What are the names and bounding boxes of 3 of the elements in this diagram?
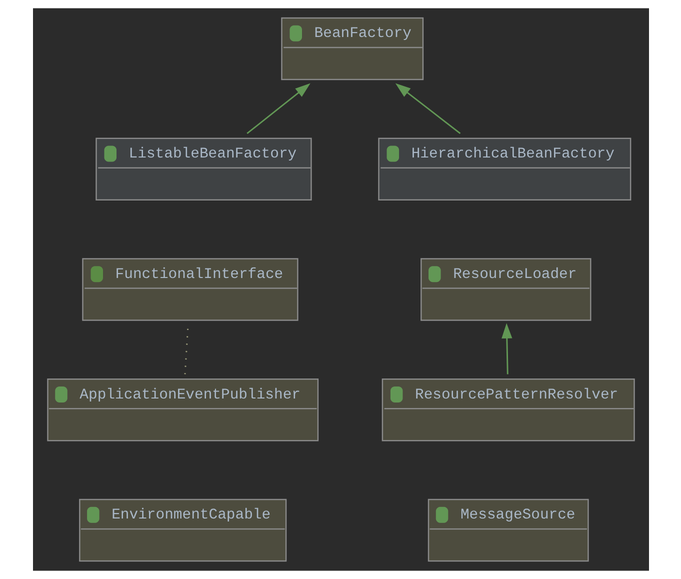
arrow [246,83,310,134]
arrow [394,83,460,134]
arrow [501,323,512,374]
